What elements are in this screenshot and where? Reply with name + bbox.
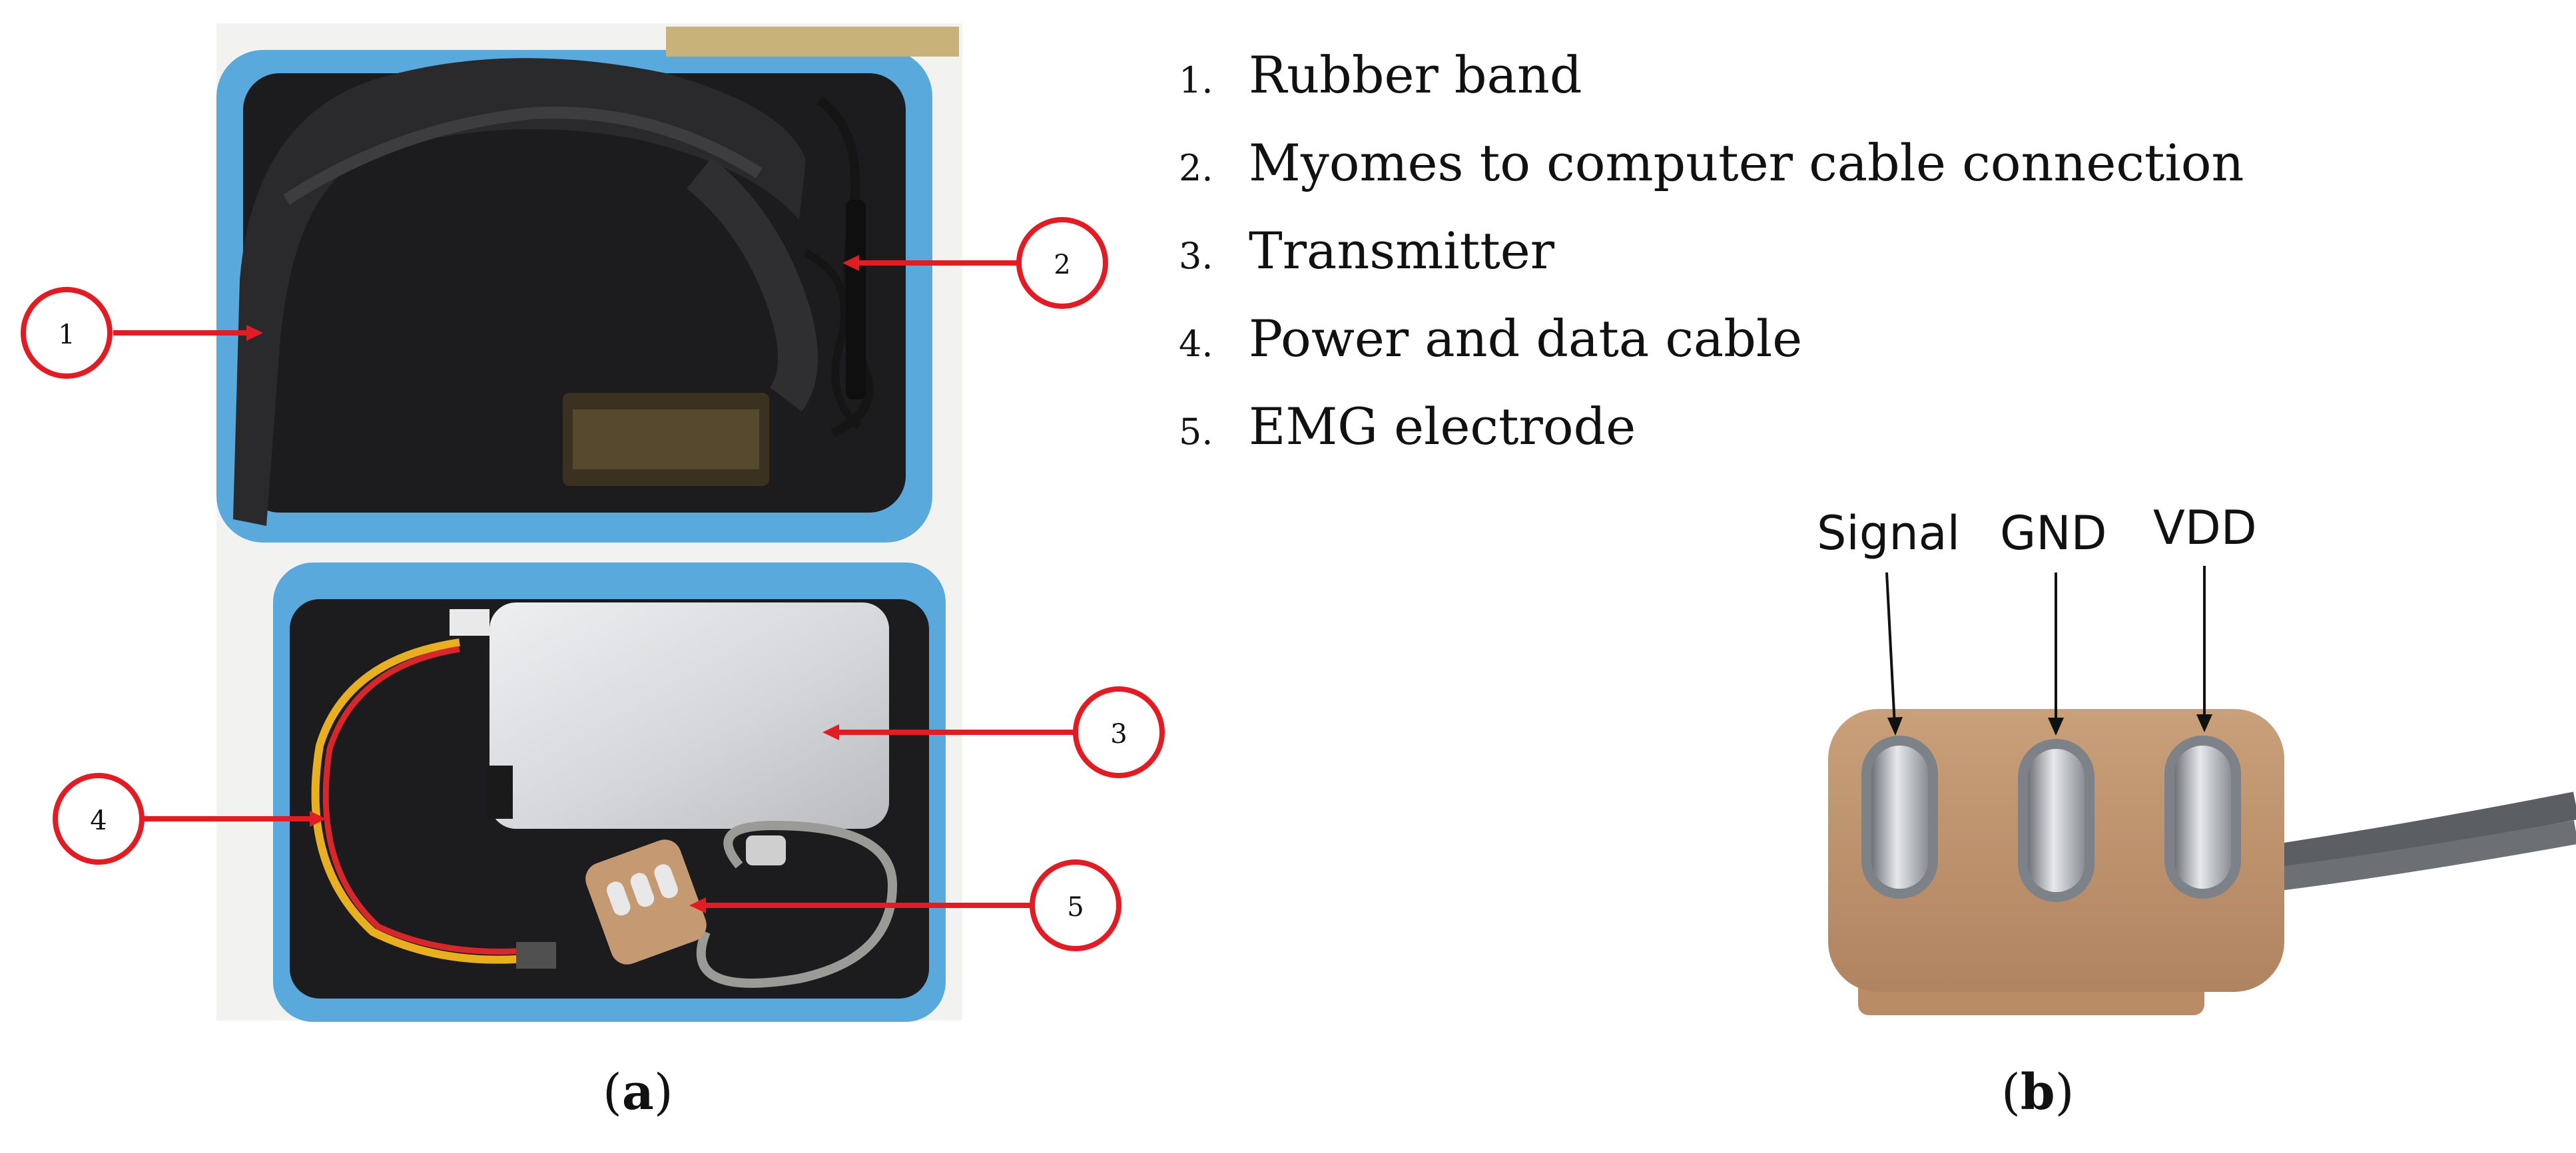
legend-text: Rubber band [1249, 45, 1582, 105]
panel-a-label: (a) [603, 1064, 673, 1121]
pin-label-gnd: GND [2000, 506, 2107, 561]
legend-number: 5. [1179, 411, 1213, 453]
callout-2: 2 [842, 217, 1108, 309]
pin-label-vdd: VDD [2153, 501, 2257, 555]
electrode-small [585, 820, 898, 988]
legend-item: 3. Transmitter [1179, 221, 2244, 309]
legend-text: Power and data cable [1249, 309, 1803, 368]
pin-arrows [1885, 566, 2212, 736]
legend-item: 4. Power and data cable [1179, 309, 2244, 397]
legend-list: 1. Rubber band 2. Myomes to computer cab… [1179, 45, 2244, 485]
legend-item: 2. Myomes to computer cable connection [1179, 133, 2244, 221]
receiver-dongle [563, 393, 769, 486]
legend-number: 3. [1179, 235, 1213, 277]
usb-cable [804, 96, 874, 437]
legend-text: Myomes to computer cable connection [1249, 133, 2244, 192]
legend-text: EMG electrode [1249, 397, 1636, 456]
callout-label-1: 1 [58, 320, 75, 350]
callout-1: 1 [21, 287, 263, 379]
legend-item: 5. EMG electrode [1179, 397, 2244, 485]
power-cable [311, 609, 556, 969]
electrode-closeup [1828, 709, 2576, 1015]
callout-4: 4 [53, 773, 326, 865]
legend-number: 2. [1179, 147, 1213, 189]
pin-label-signal: Signal [1817, 506, 1961, 561]
callout-3: 3 [822, 686, 1165, 778]
kit-photo [216, 23, 962, 1022]
callout-5: 5 [689, 859, 1122, 951]
legend-number: 1. [1179, 59, 1213, 101]
callout-label-4: 4 [90, 806, 107, 836]
legend-item: 1. Rubber band [1179, 45, 2244, 133]
transmitter-box [486, 602, 889, 829]
callout-label-2: 2 [1054, 250, 1070, 280]
callout-label-5: 5 [1067, 892, 1084, 923]
callout-label-3: 3 [1110, 719, 1127, 750]
legend-number: 4. [1179, 323, 1213, 365]
panel-b-label: (b) [2001, 1064, 2075, 1121]
rubber-band [233, 58, 818, 527]
legend-text: Transmitter [1249, 221, 1555, 280]
